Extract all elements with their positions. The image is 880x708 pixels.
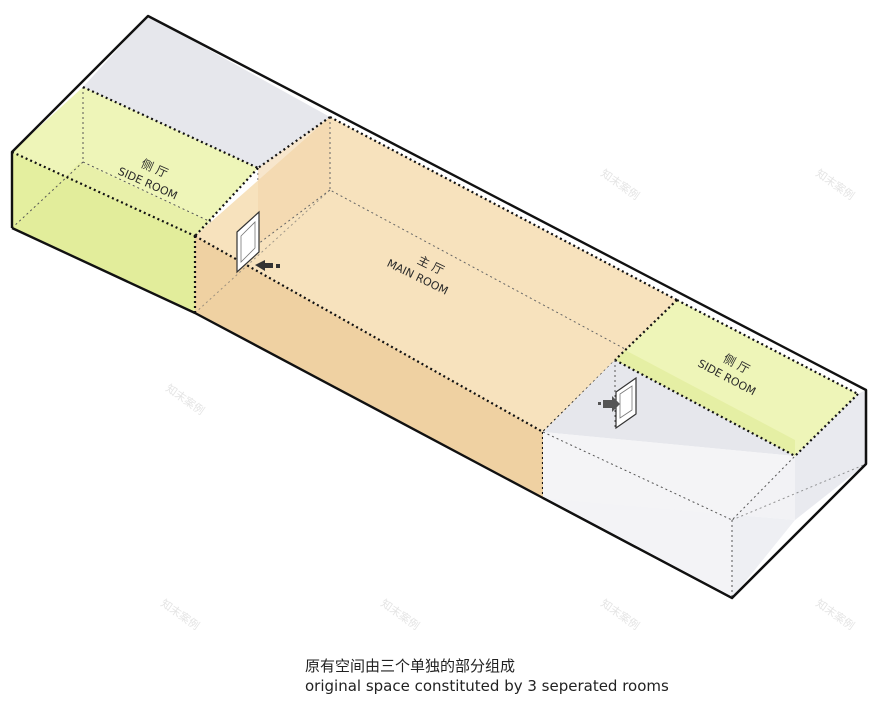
watermark: 知末案例 (163, 381, 207, 418)
left-room-front-face (12, 152, 195, 313)
watermark: 知末案例 (813, 596, 857, 633)
watermark: 知末案例 (598, 166, 642, 203)
right-room-inner-face (615, 350, 795, 456)
main-room-front-face (195, 236, 543, 498)
left-door-arrow-icon (255, 260, 280, 271)
right-grey-end-face (795, 390, 866, 520)
left-door (236, 210, 260, 274)
left-room-top-face (12, 87, 258, 236)
watermark: 知末案例 (813, 166, 857, 203)
right-door-arrow-icon (598, 396, 620, 412)
right-door (615, 376, 637, 430)
watermark: 知末案例 (158, 596, 202, 633)
main-room (193, 116, 678, 498)
right-room-top-face (615, 300, 858, 456)
caption-zh: 原有空间由三个单独的部分组成 (305, 657, 516, 675)
caption-en: original space constituted by 3 seperate… (305, 677, 669, 695)
watermark: 知末案例 (378, 596, 422, 633)
main-room-back-wall (258, 117, 330, 244)
left-top-grey-area (83, 16, 330, 168)
watermark: 知末案例 (598, 596, 642, 633)
right-side-room (614, 299, 859, 457)
caption: 原有空间由三个单独的部分组成 original space constitute… (305, 656, 865, 696)
building-outline (10, 14, 868, 600)
